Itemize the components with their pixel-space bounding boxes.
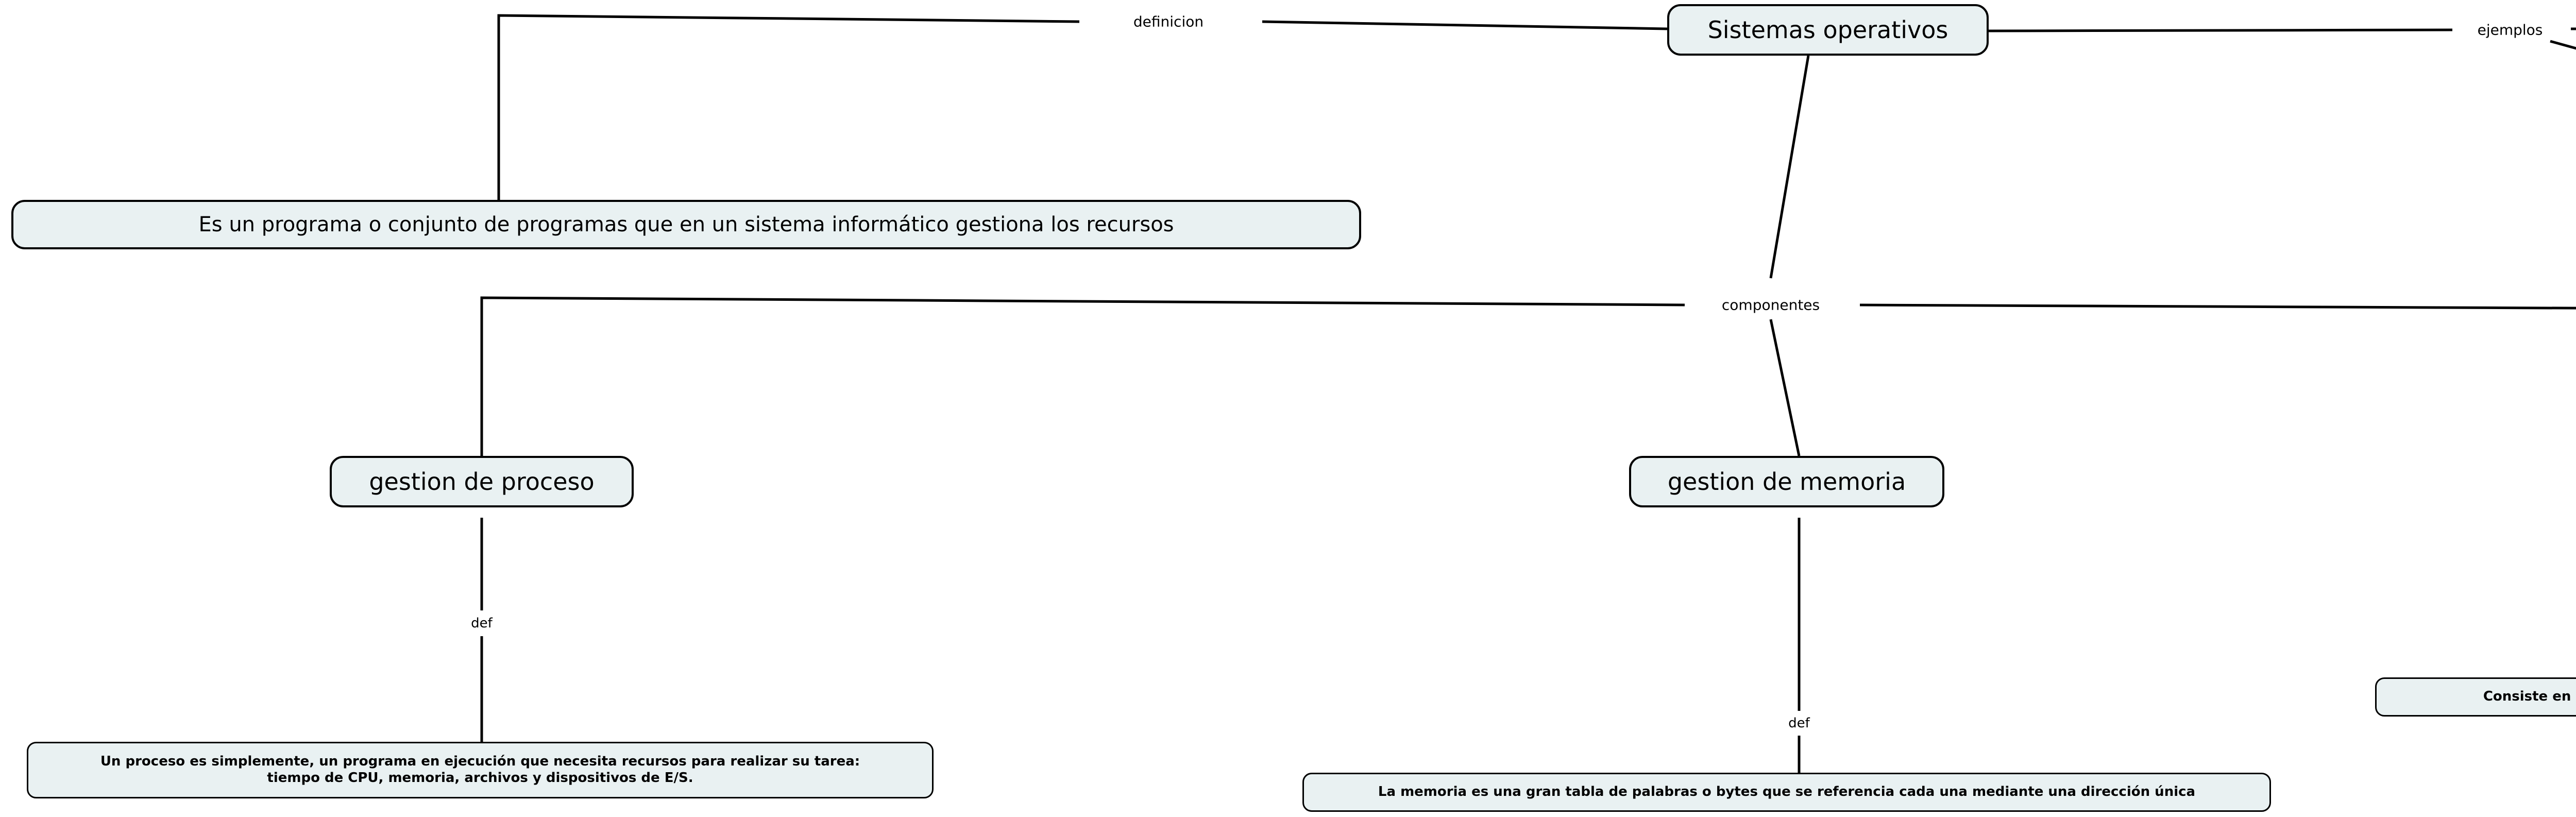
node-sistemas-operativos[interactable]: Sistemas operativos bbox=[1667, 4, 1989, 56]
edge-componentes-gestion-proceso bbox=[480, 296, 1685, 456]
node-gestion-de-proceso[interactable]: gestion de proceso bbox=[330, 456, 634, 507]
link-label-text: ejemplos bbox=[2477, 21, 2543, 39]
link-label-def-proceso: def bbox=[467, 616, 497, 631]
edge-root-componentes bbox=[1769, 55, 1810, 279]
link-label-definicion: definicion bbox=[1129, 13, 1208, 30]
link-label-text: def bbox=[471, 616, 493, 631]
node-gestion-de-memoria[interactable]: gestion de memoria bbox=[1629, 456, 1944, 507]
node-label: gestion de proceso bbox=[369, 467, 595, 496]
node-label: Consiste en un sistema de almacenamiento… bbox=[2483, 689, 2576, 705]
link-label-text: definicion bbox=[1133, 13, 1204, 30]
node-label: Es un programa o conjunto de programas q… bbox=[198, 212, 1174, 236]
node-nota-gestion-memoria[interactable]: La memoria es una gran tabla de palabras… bbox=[1302, 773, 2271, 812]
node-label: Un proceso es simplemente, un programa e… bbox=[100, 754, 860, 786]
edge-definicion-note bbox=[497, 14, 1080, 201]
link-label-ejemplos: ejemplos bbox=[2473, 21, 2547, 39]
edge-root-definicion bbox=[1262, 20, 1668, 30]
edge-componentes-gestion-memoria bbox=[1769, 319, 1801, 456]
edge-root-ejemplos bbox=[1988, 28, 2453, 32]
node-definicion-nota[interactable]: Es un programa o conjunto de programas q… bbox=[11, 200, 1361, 249]
node-nota-entrada-salida[interactable]: Consiste en un sistema de almacenamiento… bbox=[2375, 677, 2576, 717]
link-label-text: def bbox=[1788, 716, 1810, 731]
node-label: Sistemas operativos bbox=[1707, 15, 1948, 44]
link-label-text: componentes bbox=[1721, 296, 1820, 314]
edge-componentes-entrada-salida bbox=[1859, 303, 2576, 310]
node-label: La memoria es una gran tabla de palabras… bbox=[1378, 784, 2196, 800]
link-label-componentes: componentes bbox=[1717, 296, 1824, 314]
link-label-def-memoria: def bbox=[1784, 716, 1814, 731]
edge-ejemplos-linux bbox=[2550, 40, 2576, 50]
node-label: gestion de memoria bbox=[1667, 467, 1906, 496]
node-nota-gestion-proceso[interactable]: Un proceso es simplemente, un programa e… bbox=[27, 742, 934, 798]
